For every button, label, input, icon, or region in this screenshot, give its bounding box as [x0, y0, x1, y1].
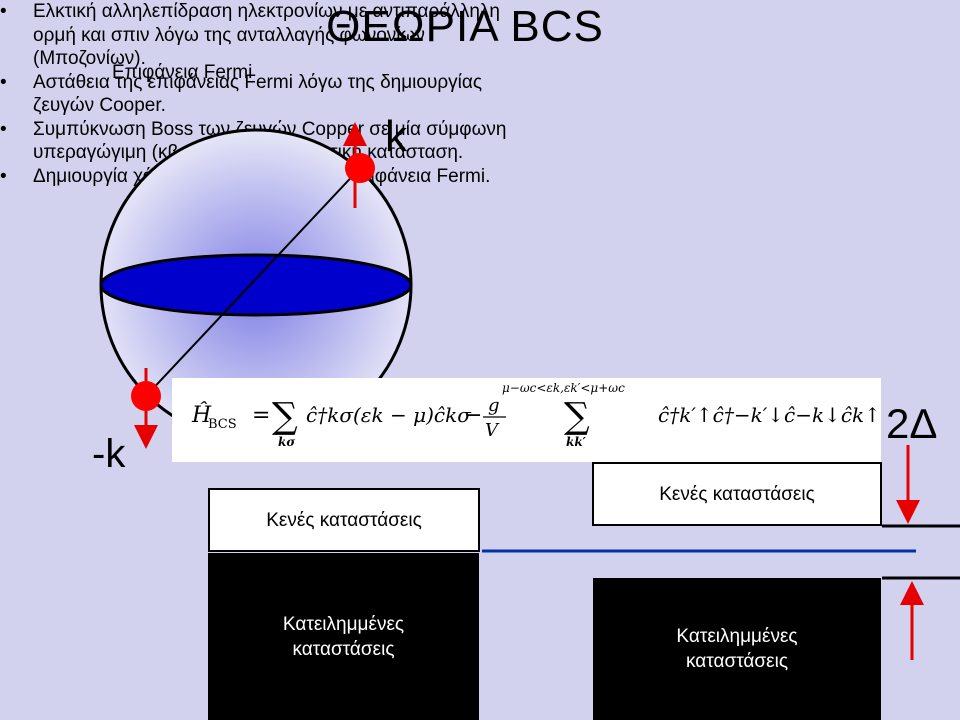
gapped-occupied-states-box: Κατειλημμένες καταστάσεις: [593, 578, 881, 720]
sum-symbol-2: ∑: [564, 396, 590, 437]
electron-k: [345, 153, 375, 183]
normal-occupied-states-label: Κατειλημμένες καταστάσεις: [283, 612, 404, 662]
normal-occupied-line-2: καταστάσεις: [292, 638, 395, 660]
sum-2-sub: kk′: [566, 435, 587, 449]
formula-lhs-sub: BCS: [208, 417, 237, 432]
normal-occupied-states-box: Κατειλημμένες καταστάσεις: [208, 553, 479, 720]
frac-numerator: g: [488, 395, 500, 416]
sum-1-sub: kσ: [278, 435, 295, 449]
momentum-minus-k-label: -k: [92, 432, 126, 476]
formula-lhs: Ĥ: [191, 401, 212, 428]
formula-minus: −: [464, 403, 482, 428]
cooper-pair-line: [145, 167, 361, 397]
sum-2-superscript: μ−ωc<εk,εk′<μ+ωc: [502, 381, 625, 395]
normal-occupied-line-1: Κατειλημμένες: [282, 613, 405, 635]
normal-empty-states-label: Κενές καταστάσεις: [266, 509, 422, 531]
gapped-occupied-states-label: Κατειλημμένες καταστάσεις: [676, 624, 797, 674]
formula-equals: =: [252, 403, 270, 428]
energy-gap-label: 2Δ: [886, 400, 938, 447]
fermi-equator-disk: [99, 253, 413, 317]
formula-term-1: ĉ†kσ(εk − μ)ĉkσ: [306, 403, 472, 427]
gapped-occupied-line-2: καταστάσεις: [686, 651, 788, 672]
sum-symbol-1: ∑: [272, 396, 298, 437]
gapped-empty-states-box: Κενές καταστάσεις: [592, 462, 882, 526]
formula-graphics: Ĥ BCS = ∑ kσ ĉ†kσ(εk − μ)ĉkσ − g V μ−ωc<…: [191, 381, 881, 449]
bcs-hamiltonian-formula: Ĥ BCS = ∑ kσ ĉ†kσ(εk − μ)ĉkσ − g V μ−ωc<…: [172, 378, 881, 462]
formula-term-2: ĉ†k′↑ĉ†−k′↓ĉ−k↓ĉk↑.: [658, 403, 881, 427]
electron-minus-k: [131, 381, 161, 411]
gapped-occupied-line-1: Κατειλημμένες: [676, 626, 798, 647]
momentum-k-label: k: [385, 112, 407, 161]
bullet-item: Ελκτική αλληλεπίδραση ηλεκτρονίων με αντ…: [0, 0, 520, 71]
frac-denominator: V: [485, 420, 500, 441]
normal-empty-states-box: Κενές καταστάσεις: [208, 488, 480, 552]
bullet-item: Αστάθεια της επιφάνειας Fermi λόγω της δ…: [0, 71, 520, 118]
gapped-empty-states-label: Κενές καταστάσεις: [659, 483, 815, 505]
